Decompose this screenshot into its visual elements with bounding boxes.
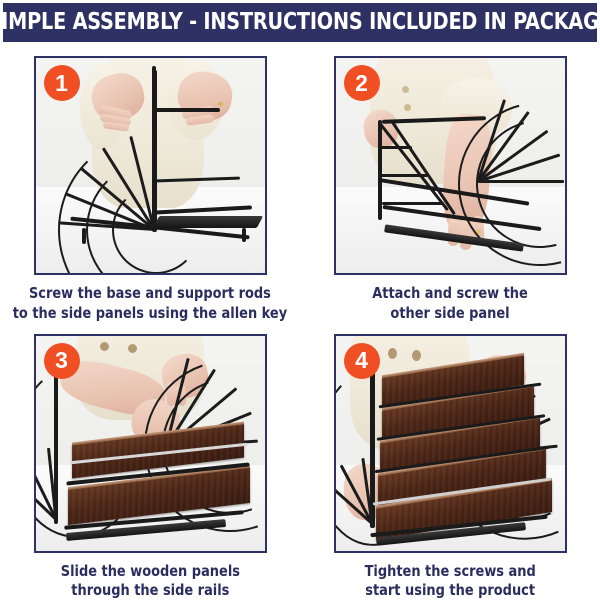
blouse-button-2 [411, 349, 421, 361]
step-2-caption-line2: other side panel [390, 303, 510, 322]
step-3-caption-line2: through the side rails [70, 581, 230, 600]
blouse-button-1 [99, 341, 109, 351]
rack-foot-left [81, 228, 86, 244]
fan-spoke-r5 [477, 180, 564, 183]
fan-arc-middle [85, 160, 226, 273]
header-banner: SIMPLE ASSEMBLY - INSTRUCTIONS INCLUDED … [0, 3, 600, 42]
blouse-button-1 [387, 347, 397, 359]
step-3-badge: 3 [43, 342, 80, 379]
step-4-caption-line2: start using the product [365, 581, 535, 600]
step-1: 1 Screw the base and support rods to the… [0, 46, 300, 324]
photo-scene [35, 58, 265, 273]
step-3-caption-line1: Slide the wooden panels [60, 561, 240, 580]
step-1-caption-line1: Screw the base and support rods [29, 284, 271, 302]
left-panel-upright [377, 120, 382, 220]
step-3-photo: 3 [33, 333, 267, 553]
step-4-photo: 4 [333, 333, 567, 553]
finger-ring [475, 230, 481, 234]
step-4: 4 Tighten the screws and start using the… [300, 324, 600, 600]
step-1-caption-line2: to the side panels using the allen key [12, 303, 288, 322]
step-1-photo: 1 [33, 56, 267, 275]
step-2-badge: 2 [343, 65, 380, 101]
base-plate [152, 216, 263, 228]
blouse-button-1 [401, 86, 409, 93]
blouse-button-2 [127, 343, 137, 353]
left-panel-cross-3 [381, 202, 444, 205]
step-2: 2 Attach and screw the other side panel [300, 46, 600, 324]
step-4-badge: 4 [343, 342, 380, 379]
step-4-caption: Tighten the screws and start using the p… [364, 562, 535, 600]
step-3: 3 Slide the wooden panels through the si… [0, 324, 300, 600]
left-panel-cross-2 [379, 174, 428, 177]
allen-key-horizontal [153, 108, 220, 112]
step-1-badge: 1 [43, 65, 80, 101]
step-2-caption: Attach and screw the other side panel [372, 284, 528, 324]
step-3-caption: Slide the wooden panels through the side… [60, 562, 239, 600]
step-2-caption-line1: Attach and screw the [372, 284, 528, 302]
rack-foot-right [241, 228, 246, 242]
step-1-caption: Screw the base and support rods to the s… [13, 284, 287, 324]
blouse-button-2 [403, 104, 411, 111]
step-2-photo: 2 [333, 56, 567, 275]
step-4-caption-line1: Tighten the screws and [364, 561, 536, 580]
banner-title: SIMPLE ASSEMBLY - INSTRUCTIONS INCLUDED … [0, 9, 600, 35]
finger-ring [217, 102, 223, 106]
fan-arc-inner [111, 186, 200, 273]
left-panel-upright [53, 369, 58, 524]
steps-grid: 1 Screw the base and support rods to the… [0, 46, 600, 600]
left-panel-upright [369, 371, 375, 528]
left-panel-cross-1 [377, 146, 412, 149]
